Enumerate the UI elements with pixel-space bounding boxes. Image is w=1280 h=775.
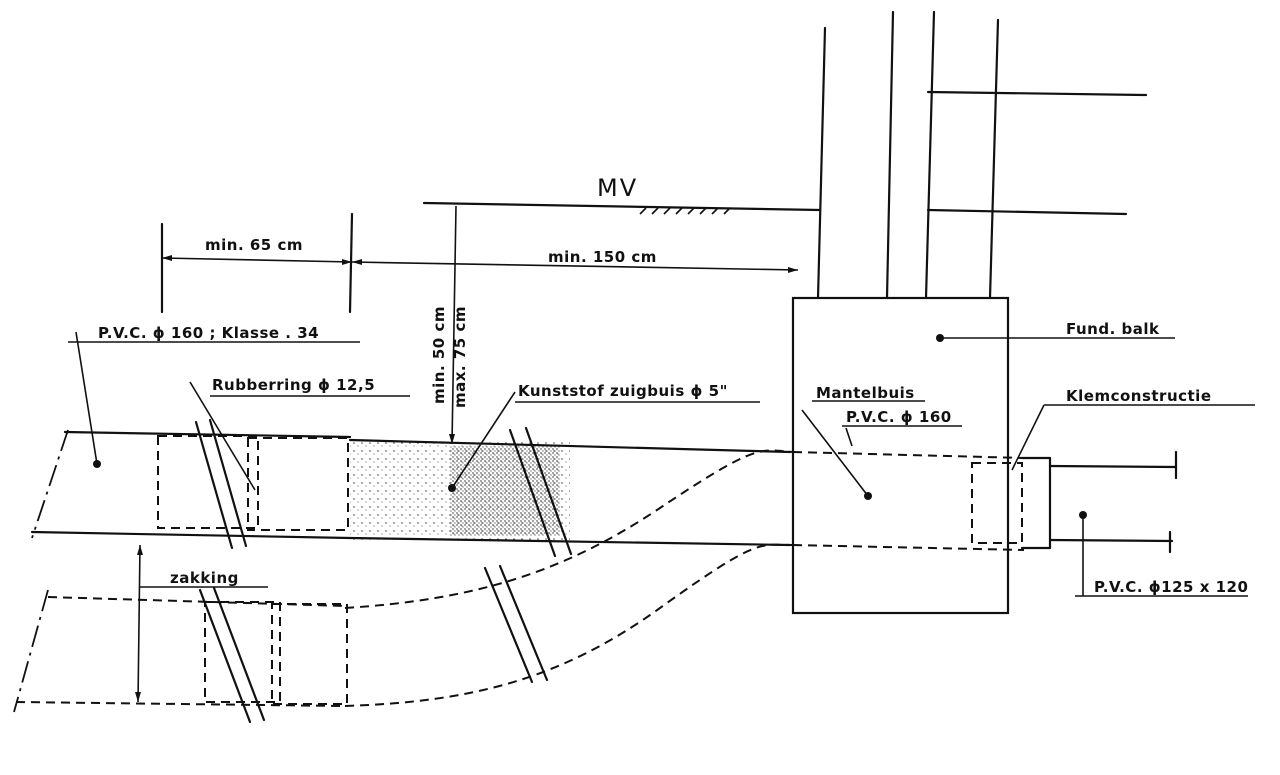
ground-level-label: MV	[597, 174, 638, 202]
dim-min65-label: min. 65 cm	[205, 236, 303, 254]
kunststof-label: Kunststof zuigbuis ϕ 5"	[518, 382, 728, 400]
klemconstructie-label: Klemconstructie	[1066, 387, 1212, 405]
pipe-upper	[30, 418, 792, 558]
depth-max-label: max. 75 cm	[451, 306, 469, 408]
pvc-125-label: P.V.C. ϕ125 x 120	[1094, 578, 1248, 596]
ground-level: MV	[422, 174, 822, 215]
foundation-beam	[791, 296, 1178, 615]
dimensions	[135, 205, 799, 703]
leaders	[68, 331, 1255, 597]
zakking-label: zakking	[170, 569, 239, 587]
pipe-lower	[13, 449, 794, 724]
depth-min-label: min. 50 cm	[430, 306, 448, 404]
rubberring-label: Rubberring ϕ 12,5	[212, 376, 375, 394]
dim-min150-label: min. 150 cm	[548, 248, 657, 266]
mantelbuis-label: Mantelbuis	[816, 384, 915, 402]
pvc-160-class-label: P.V.C. ϕ 160 ; Klasse . 34	[98, 324, 319, 342]
fund-balk-label: Fund. balk	[1066, 320, 1160, 338]
building-structure	[816, 10, 1148, 300]
mantel-pvc-label: P.V.C. ϕ 160	[846, 408, 952, 426]
